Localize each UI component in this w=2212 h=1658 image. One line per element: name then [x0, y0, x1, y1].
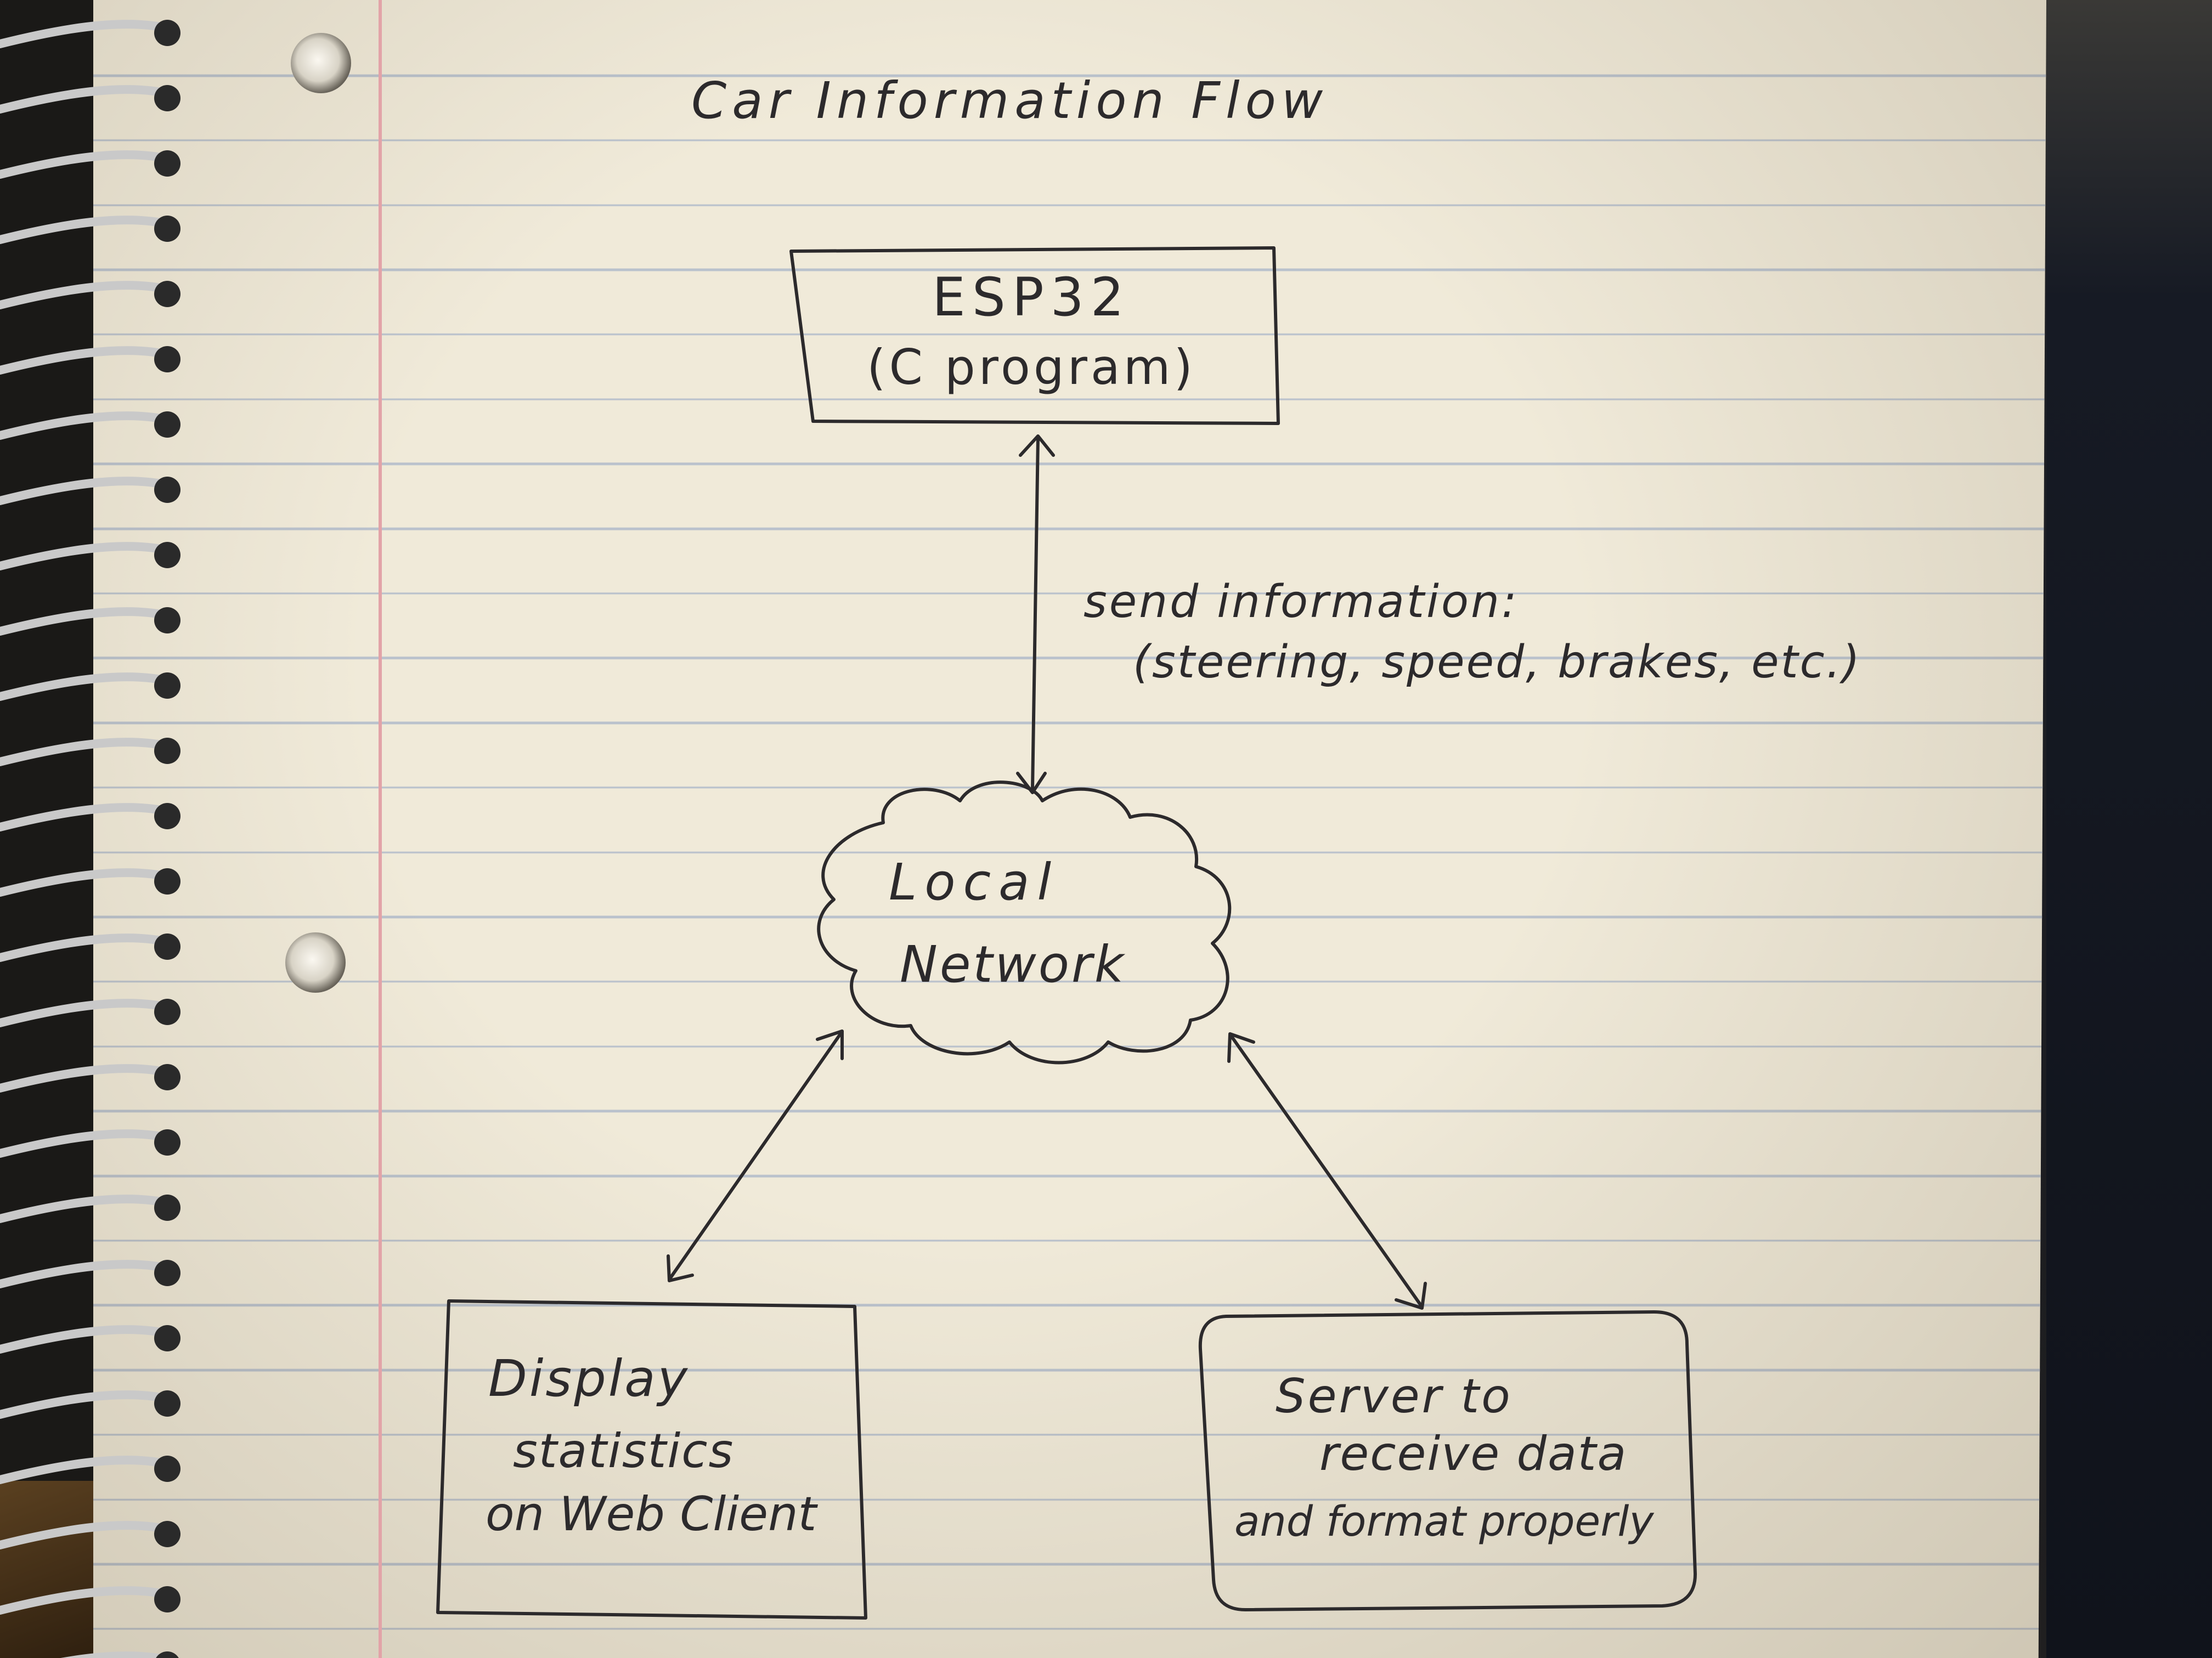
- display-sublabel-2: on Web Client: [486, 1487, 819, 1542]
- spiral-coil: [0, 868, 169, 897]
- esp32-label: ESP32: [932, 267, 1131, 328]
- binding-hole: [154, 1195, 180, 1221]
- network-cloud: [817, 780, 1232, 1065]
- binding-hole: [154, 216, 180, 242]
- spiral-coil: [0, 1195, 169, 1223]
- spiral-coil: [0, 803, 169, 831]
- spiral-coil: [0, 1390, 169, 1419]
- display-label: Display: [488, 1349, 690, 1408]
- spiral-coil: [0, 1129, 169, 1158]
- display-sublabel: statistics: [513, 1424, 734, 1479]
- binding-hole: [154, 1586, 180, 1612]
- spiral-coil: [0, 1325, 169, 1354]
- arrow-network-server: [1230, 1035, 1423, 1307]
- binding-hole: [154, 1390, 180, 1417]
- spiral-coil: [0, 1064, 169, 1093]
- arrow-esp32-network: [1031, 437, 1040, 791]
- arrowhead-network-right: [1227, 1032, 1255, 1063]
- spiral-coil: [0, 672, 169, 701]
- spiral-coil: [0, 1586, 169, 1615]
- edge-label-line1: send information:: [1084, 576, 1519, 628]
- spiral-coil: [0, 1521, 169, 1549]
- binding-hole: [154, 542, 180, 568]
- binding-hole: [154, 150, 180, 177]
- server-sublabel-2: and format properly: [1234, 1497, 1655, 1546]
- spiral-coil: [0, 933, 169, 962]
- spiral-coil: [0, 607, 169, 636]
- spiral-coil: [0, 1456, 169, 1484]
- binding-hole: [154, 933, 180, 960]
- display-box: [436, 1299, 867, 1620]
- spiral-coil: [0, 1260, 169, 1288]
- binding-hole: [154, 868, 180, 895]
- desk-background: [2030, 0, 2212, 1658]
- binding-hole: [154, 1129, 180, 1156]
- arrowhead-server: [1395, 1282, 1427, 1310]
- spiral-coil: [0, 346, 169, 375]
- spiral-coil: [60, 1651, 169, 1658]
- binding-hole: [154, 738, 180, 764]
- spiral-coil: [0, 281, 169, 309]
- spiral-coil: [0, 999, 169, 1027]
- spiral-coil: [0, 20, 169, 48]
- binding-hole: [154, 672, 180, 699]
- spiral-coil: [0, 150, 169, 179]
- binding-hole: [154, 85, 180, 111]
- server-label: Server to: [1276, 1369, 1513, 1424]
- punch-hole-middle: [285, 932, 346, 993]
- binding-hole: [156, 1651, 179, 1658]
- arrowhead-display: [667, 1254, 694, 1282]
- server-sublabel: receive data: [1319, 1427, 1627, 1481]
- spiral-coils: [0, 20, 180, 1658]
- esp32-sublabel: (C program): [867, 339, 1196, 395]
- binding-hole: [154, 1325, 180, 1351]
- binding-hole: [154, 607, 180, 633]
- binding-hole: [154, 477, 180, 503]
- binding-hole: [154, 1260, 180, 1286]
- spiral-coil: [0, 477, 169, 505]
- arrow-network-display: [669, 1032, 842, 1280]
- binding-hole: [154, 1521, 180, 1547]
- punch-hole-top: [291, 33, 351, 93]
- binding-hole: [154, 999, 180, 1025]
- margin-line: [379, 0, 382, 1658]
- network-label: Local: [889, 853, 1059, 912]
- network-sublabel: Network: [900, 935, 1126, 994]
- binding-hole: [154, 1456, 180, 1482]
- arrowhead-esp32: [1019, 434, 1055, 457]
- binding-hole: [154, 1064, 180, 1090]
- esp32-box: [789, 246, 1280, 425]
- spiral-coil: [0, 85, 169, 114]
- arrowhead-network-top: [1016, 772, 1047, 794]
- notebook-page: [93, 0, 2046, 1658]
- spiral-coil: [0, 738, 169, 766]
- diagram-title: Car Information Flow: [691, 71, 1328, 130]
- server-box: [1198, 1310, 1697, 1611]
- binding-hole: [154, 411, 180, 438]
- edge-label-line2: (steering, speed, brakes, etc.): [1133, 636, 1861, 688]
- binding-hole: [154, 346, 180, 372]
- binding-hole: [154, 281, 180, 307]
- binding-hole: [154, 20, 180, 46]
- spiral-coil: [0, 411, 169, 440]
- arrowhead-network-left: [816, 1029, 844, 1060]
- spiral-coil: [0, 216, 169, 244]
- binding-hole: [154, 803, 180, 829]
- spiral-coil: [0, 542, 169, 570]
